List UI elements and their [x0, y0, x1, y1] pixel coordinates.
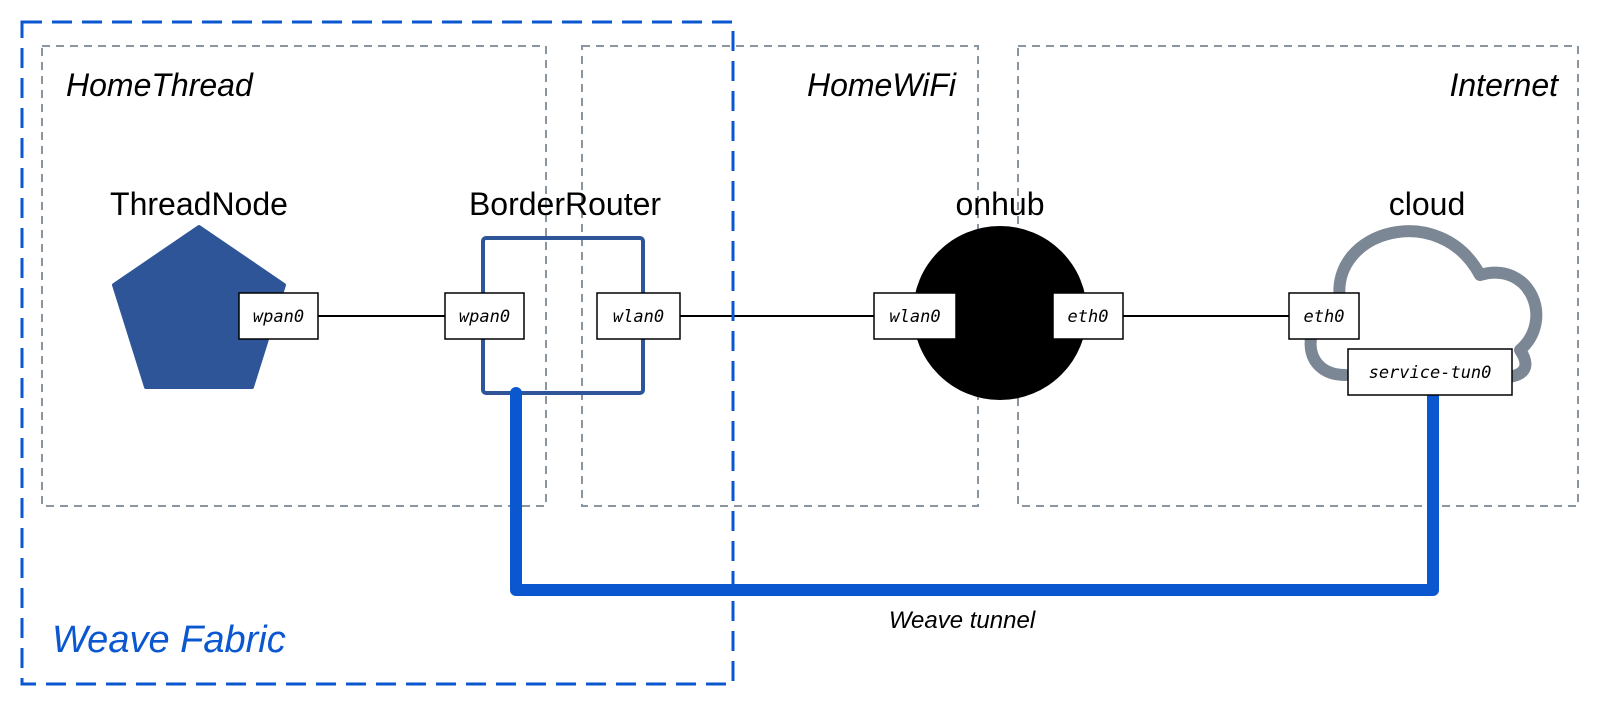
iface-label: wpan0 — [459, 307, 510, 327]
iface-label: eth0 — [1304, 307, 1345, 327]
weave-fabric-label: Weave Fabric — [52, 619, 286, 661]
onhub-circle — [913, 226, 1087, 400]
iface-thread-node-wpan0: wpan0 — [238, 292, 319, 340]
iface-onhub-wlan0: wlan0 — [873, 292, 957, 340]
weave-tunnel-line — [510, 387, 1439, 596]
node-label-onhub: onhub — [956, 186, 1045, 222]
thread-node-pentagon — [112, 225, 286, 389]
weave-fabric-boundary — [20, 20, 735, 686]
iface-label: wlan0 — [889, 307, 940, 327]
zone-label-internet: Internet — [1449, 67, 1559, 103]
iface-label: service-tun0 — [1369, 363, 1492, 383]
iface-label: wlan0 — [613, 307, 664, 327]
iface-label: eth0 — [1068, 307, 1109, 327]
iface-cloud-eth0: eth0 — [1288, 292, 1360, 340]
iface-cloud-service-tun0: service-tun0 — [1347, 348, 1513, 396]
iface-border-router-wlan0: wlan0 — [596, 292, 681, 340]
node-label-border-router: BorderRouter — [469, 186, 661, 222]
node-label-cloud: cloud — [1389, 186, 1466, 222]
iface-border-router-wpan0: wpan0 — [444, 292, 525, 340]
iface-label: wpan0 — [253, 307, 304, 327]
iface-onhub-eth0: eth0 — [1052, 292, 1124, 340]
zone-label-home-thread: HomeThread — [66, 67, 254, 103]
zone-label-home-wifi: HomeWiFi — [807, 67, 957, 103]
zone-home-thread — [41, 45, 547, 507]
weave-tunnel-label: Weave tunnel — [889, 607, 1036, 634]
zone-home-wifi — [581, 45, 979, 507]
node-label-thread-node: ThreadNode — [110, 186, 288, 222]
